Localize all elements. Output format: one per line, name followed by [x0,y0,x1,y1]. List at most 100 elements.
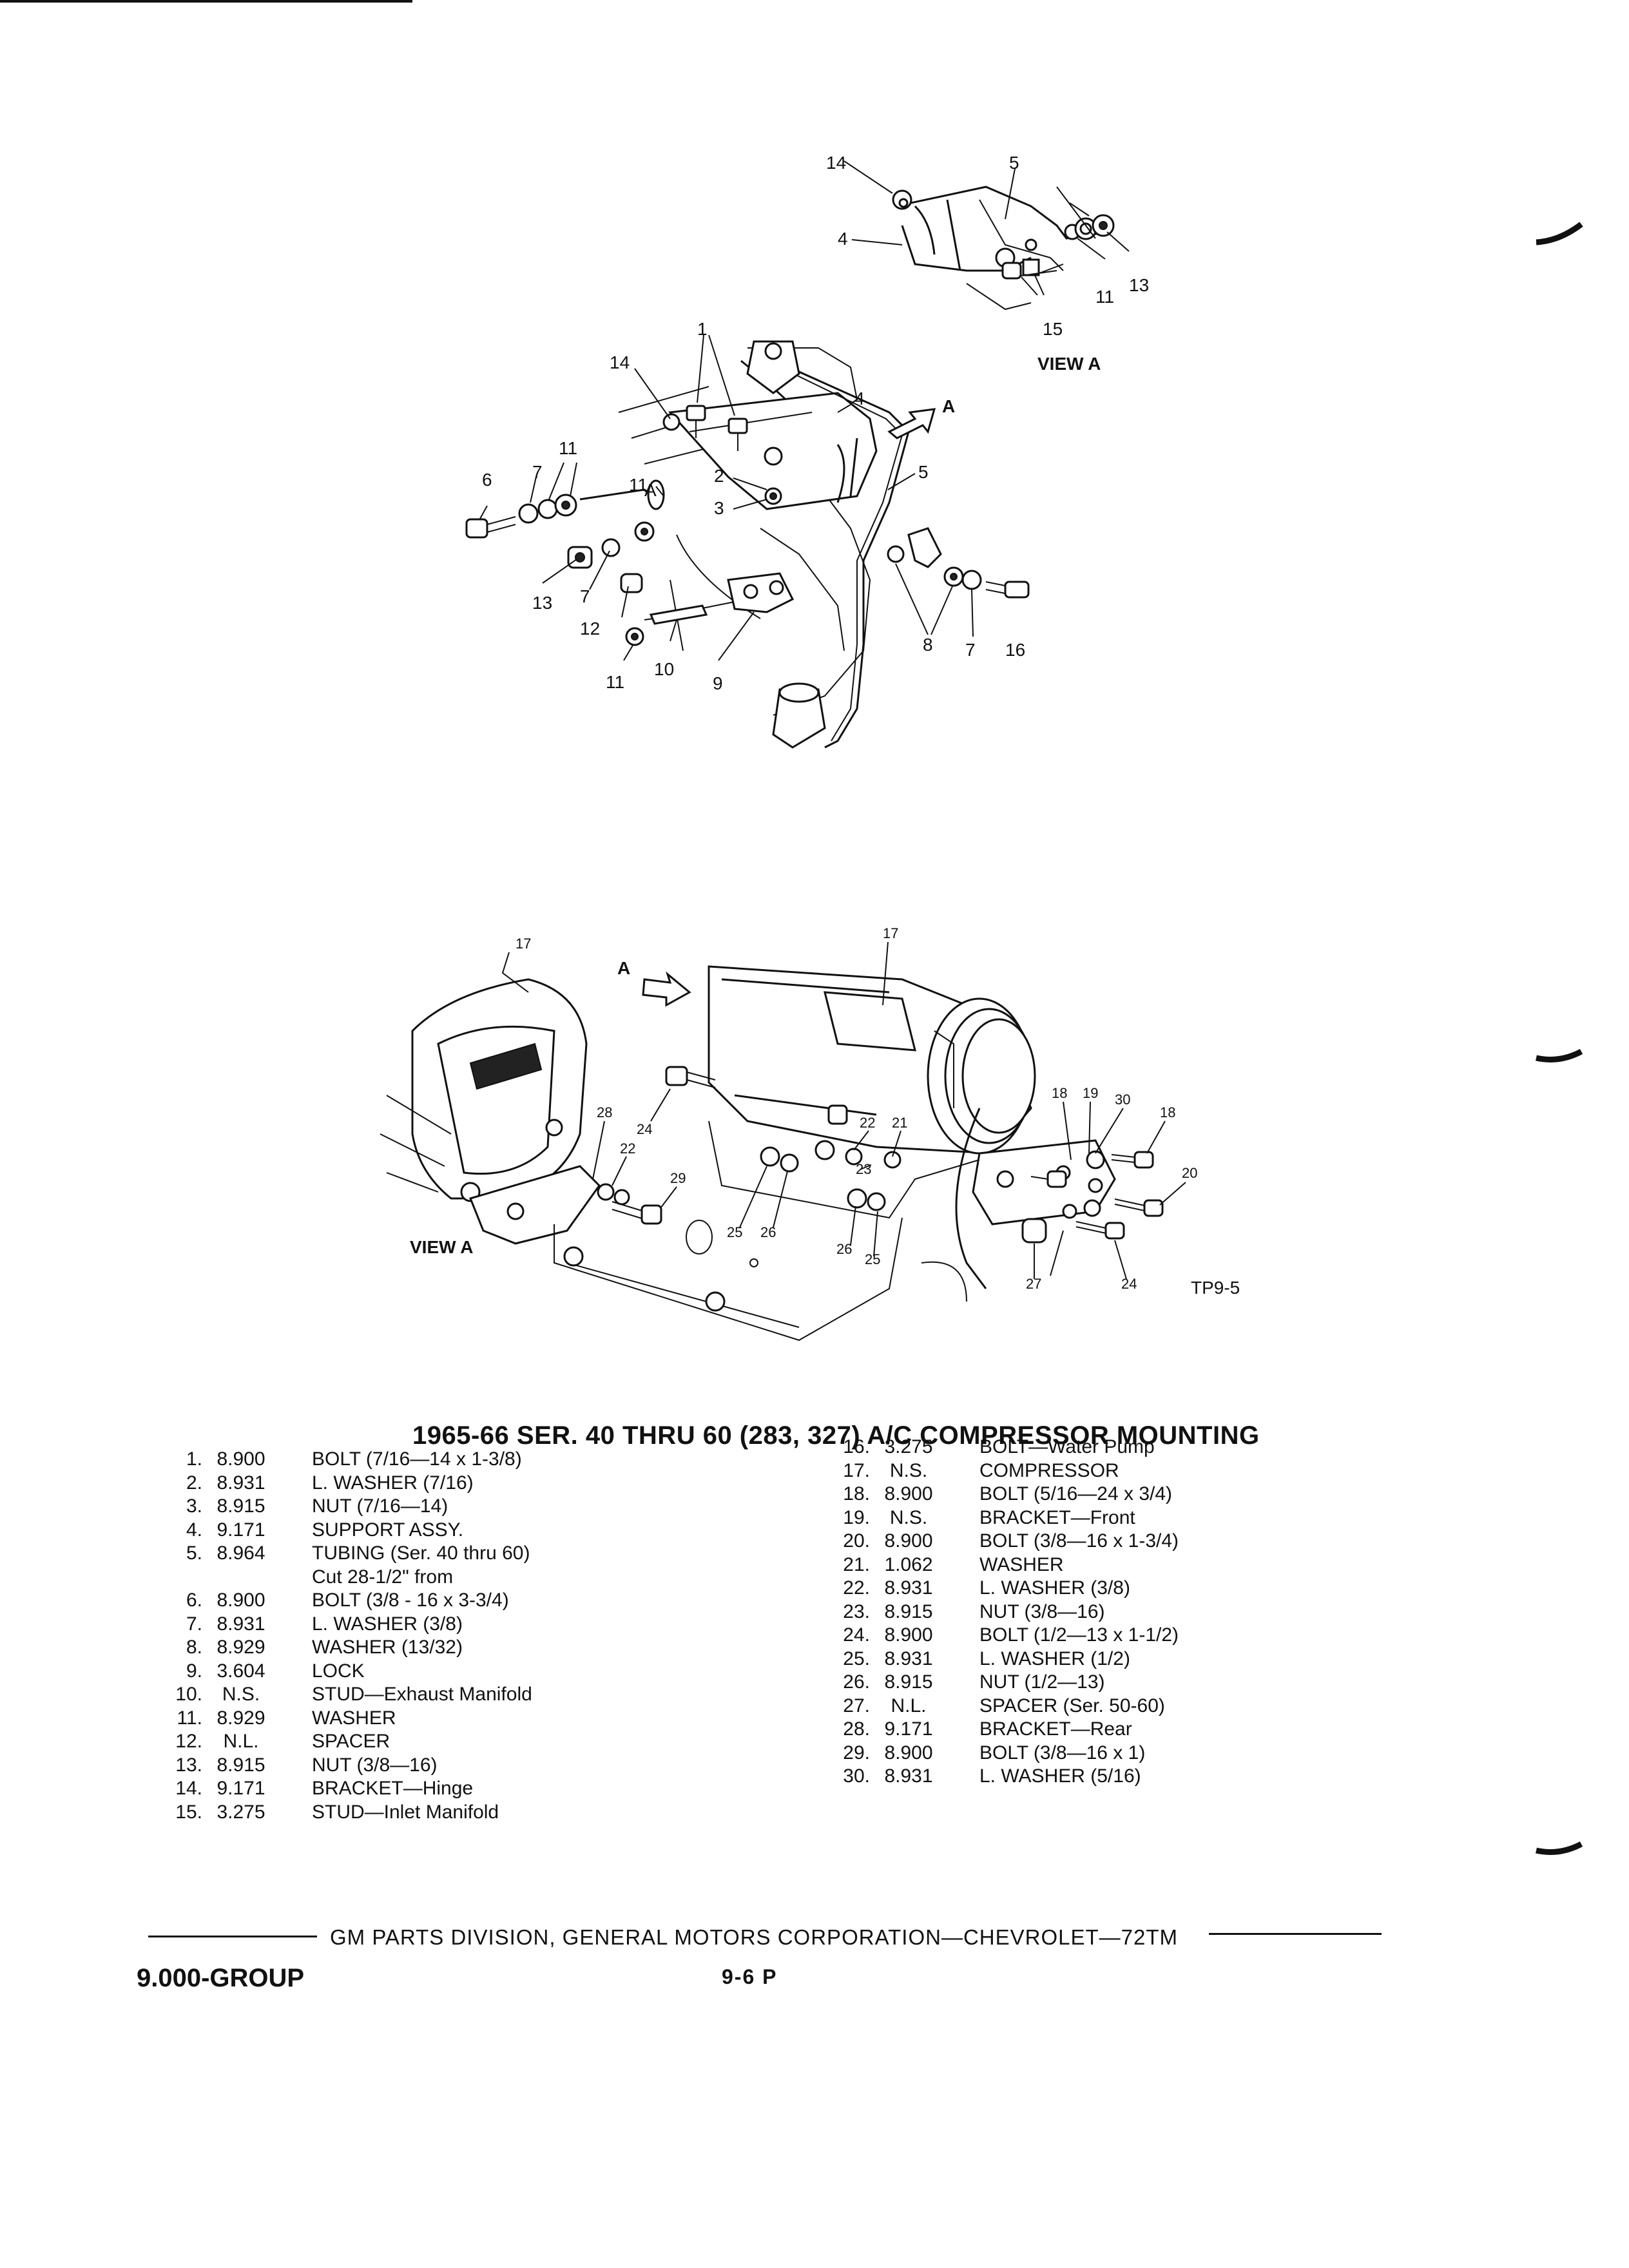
group-number: 8.931 [884,1765,933,1787]
part-description: BOLT (7/16—14 x 1-3/8) [312,1448,522,1470]
part-description: LOCK [312,1660,365,1682]
part-number: 9. [186,1660,202,1682]
callout-label: 17 [883,925,898,941]
part-number [147,1566,202,1590]
group-number: 3.275 [884,1436,933,1457]
part-description: STUD—Exhaust Manifold [312,1684,532,1705]
part-number: 16. [843,1436,870,1457]
group-number: 8.915 [217,1754,265,1776]
parts-list-row: 17.N.S.COMPRESSOR [815,1459,1179,1483]
bolt-16 [985,581,1030,599]
part-number: 17. [843,1459,870,1481]
part-description: BOLT—Water Pump [979,1436,1155,1457]
upper-assembly: A 1 14 4 11 2 5 7 6 11 3 13 7 8 12 7 16 [465,319,1030,749]
part-number: 23. [843,1600,870,1622]
spacer-27 [1021,1218,1047,1244]
parts-list-row: 16. 3.275 BOLT—Water Pump [815,1436,1179,1459]
part-description: WASHER (13/32) [312,1637,463,1658]
group-label: 9.000-GROUP [137,1964,305,1992]
part-description: L. WASHER (3/8) [312,1613,463,1635]
lower-assembly: A 17 17 18 19 30 18 28 24 22 22 21 23 29 [380,925,1240,1341]
group-number: 8.915 [884,1600,933,1622]
group-number: 8.915 [884,1671,933,1693]
callout-label: 26 [836,1241,852,1257]
arrow-a-label-top: A [942,396,955,416]
part-number: 20. [843,1530,870,1552]
page-number: 9-6 P [722,1965,778,1988]
exploded-parts-diagram: 14 5 4 11 13 15 VIEW A [380,153,1240,1341]
part-description: L. WASHER (3/8) [979,1577,1130,1599]
part-description: BOLT (3/8 - 16 x 3-3/4) [312,1590,509,1611]
part-description: BRACKET—Rear [979,1718,1132,1740]
view-a-label-bottom: VIEW A [410,1237,474,1257]
part-description: TUBING (Ser. 40 thru 60) [312,1542,530,1564]
group-number: 8.931 [217,1613,265,1635]
view-a-label-top: VIEW A [1037,354,1101,374]
part-description: L. WASHER (7/16) [312,1472,474,1494]
part-number: 13. [175,1754,202,1776]
part-number: 12. [175,1731,202,1752]
callout-label: 3 [714,498,724,518]
group-number: 8.929 [217,1707,265,1729]
callout-label: 11 [629,475,648,495]
part-description: STUD—Inlet Manifold [312,1801,499,1823]
group-number: 8.931 [884,1648,933,1669]
parts-list-row: Cut 28-1/2" from [147,1566,532,1590]
callout-label: 24 [1121,1276,1137,1292]
part-number: 14. [175,1778,202,1799]
callout-label: 2 [714,466,724,486]
group-number: 8.915 [217,1495,265,1517]
callout-label: 10 [654,659,674,679]
view-a-detail: 14 5 4 11 13 15 VIEW A [826,153,1149,374]
bolt-18b [1111,1151,1154,1169]
page-title: 1965-66 SER. 40 THRU 60 (283, 327) A/C C… [412,1421,1260,1450]
part-description: SUPPORT ASSY. [312,1519,464,1541]
part-number: 3. [186,1495,202,1517]
callout-label: 24 [637,1121,652,1137]
group-number: 8.929 [217,1637,265,1658]
group-number: N.S. [889,1459,928,1481]
bolt-6 [465,516,516,539]
callout-label: 16 [1005,640,1025,660]
bolt-24b [1075,1221,1125,1240]
group-number: 8.900 [884,1483,933,1504]
part-description: BRACKET—Front [979,1506,1135,1528]
callout-label: 13 [1129,275,1149,295]
part-description: L. WASHER (1/2) [979,1648,1130,1669]
group-number: 8.931 [884,1577,933,1599]
punch-mark-3 [1536,1841,1583,1855]
part-number: 19. [843,1506,870,1528]
callout-label: 4 [838,229,848,249]
part-description: BOLT (3/8—16 x 1-3/4) [979,1530,1179,1552]
part-number: 7. [186,1613,202,1635]
part-number: 4. [186,1519,202,1541]
part-description: SPACER (Ser. 50-60) [979,1695,1165,1716]
parts-list-row: 19.N.S.BRACKET—Front [815,1506,1179,1530]
parts-list-row: 27.N.L.SPACER (Ser. 50-60) [815,1695,1179,1718]
callout-label: 30 [1115,1091,1130,1108]
callout-label: 20 [1182,1165,1197,1181]
part-number: 28. [843,1718,870,1740]
part-description: L. WASHER (5/16) [979,1765,1141,1787]
part-number: 2. [186,1472,202,1494]
part-description: BOLT (3/8—16 x 1) [979,1742,1146,1763]
part-description: NUT (1/2—13) [979,1671,1105,1693]
part-number: 29. [843,1742,870,1763]
parts-list-row: 12.N.L.SPACER [147,1730,532,1754]
callout-label: 22 [860,1115,875,1131]
part-number: 25. [843,1648,870,1669]
